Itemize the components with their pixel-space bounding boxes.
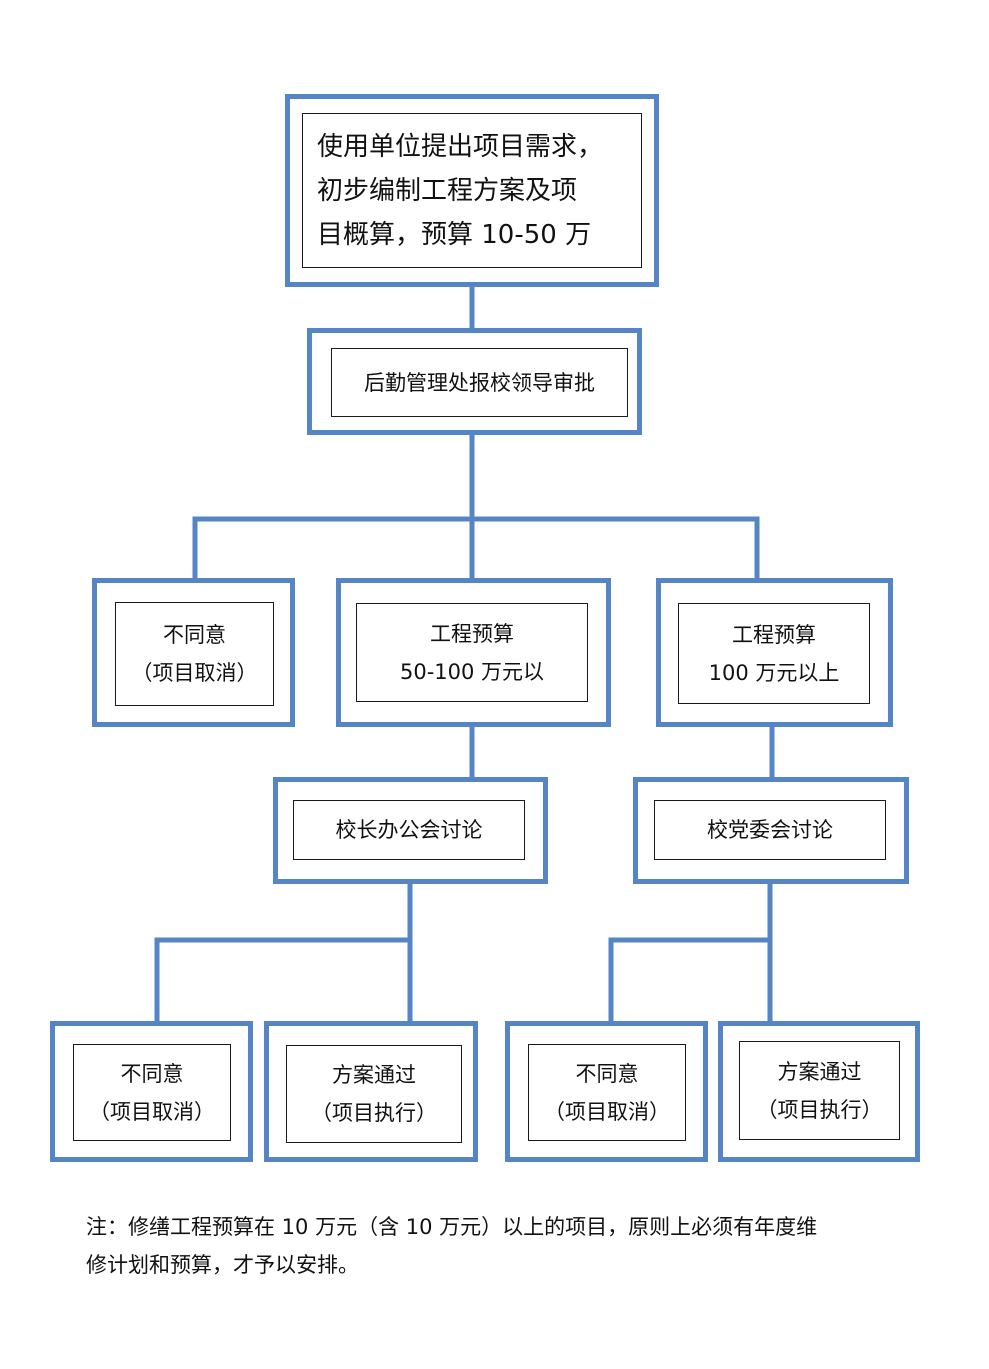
node-disagree-3-line-1: 不同意: [575, 1061, 639, 1086]
footnote-line-2: 修计划和预算，才予以安排。: [86, 1253, 359, 1277]
node-budget-50-100-line-2: 50-100 万元以: [399, 659, 545, 684]
node-disagree-3-inner: 不同意 （项目取消）: [528, 1044, 686, 1141]
node-budget-50-100-line-1: 工程预算: [430, 621, 514, 646]
node-disagree-1-line-1: 不同意: [163, 623, 226, 647]
node-start-inner: 使用单位提出项目需求， 初步编制工程方案及项 目概算，预算 10-50 万: [302, 113, 642, 268]
node-party-committee-inner: 校党委会讨论: [654, 800, 886, 860]
node-disagree-3: 不同意 （项目取消）: [505, 1021, 708, 1162]
node-president-office: 校长办公会讨论: [273, 777, 548, 884]
node-budget-100-plus: 工程预算 100 万元以上: [656, 578, 893, 727]
node-start-line-1: 使用单位提出项目需求，: [317, 131, 604, 162]
node-budget-100-plus-line-2: 100 万元以上: [708, 660, 840, 685]
node-disagree-2-inner: 不同意 （项目取消）: [73, 1044, 231, 1141]
node-party-committee: 校党委会讨论: [633, 777, 909, 884]
node-approved-2-line-1: 方案通过: [777, 1059, 862, 1084]
node-disagree-1-line-2: （项目取消）: [131, 661, 258, 685]
node-approved-1-line-2: （项目执行）: [311, 1101, 437, 1125]
node-disagree-1-inner: 不同意 （项目取消）: [115, 602, 274, 706]
node-approved-2: 方案通过 （项目执行）: [718, 1021, 920, 1162]
node-start: 使用单位提出项目需求， 初步编制工程方案及项 目概算，预算 10-50 万: [285, 94, 659, 287]
node-budget-50-100-inner: 工程预算 50-100 万元以: [356, 603, 588, 702]
node-budget-100-plus-inner: 工程预算 100 万元以上: [678, 603, 870, 704]
node-party-committee-label: 校党委会讨论: [707, 818, 833, 842]
node-approved-1-inner: 方案通过 （项目执行）: [286, 1045, 462, 1143]
node-president-office-label: 校长办公会讨论: [335, 818, 483, 842]
node-approved-1: 方案通过 （项目执行）: [264, 1021, 478, 1162]
node-start-line-3: 目概算，预算 10-50 万: [317, 219, 592, 250]
node-disagree-3-line-2: （项目取消）: [544, 1099, 670, 1124]
node-logistics-review-inner: 后勤管理处报校领导审批: [331, 348, 628, 417]
node-start-line-2: 初步编制工程方案及项: [317, 175, 578, 206]
node-budget-50-100: 工程预算 50-100 万元以: [336, 578, 611, 727]
node-president-office-inner: 校长办公会讨论: [293, 800, 525, 860]
node-approved-2-line-2: （项目执行）: [756, 1097, 883, 1122]
node-approved-2-inner: 方案通过 （项目执行）: [739, 1041, 900, 1140]
node-disagree-2-line-2: （项目取消）: [89, 1099, 215, 1124]
node-disagree-1: 不同意 （项目取消）: [92, 578, 295, 727]
footnote-line-1: 注：修缮工程预算在 10 万元（含 10 万元）以上的项目，原则上必须有年度维: [86, 1215, 818, 1239]
node-disagree-2: 不同意 （项目取消）: [50, 1021, 253, 1162]
footnote: 注：修缮工程预算在 10 万元（含 10 万元）以上的项目，原则上必须有年度维 …: [86, 1208, 926, 1284]
node-budget-100-plus-line-1: 工程预算: [732, 622, 816, 647]
node-logistics-review: 后勤管理处报校领导审批: [307, 328, 642, 435]
node-logistics-review-label: 后勤管理处报校领导审批: [364, 370, 595, 395]
node-disagree-2-line-1: 不同意: [120, 1061, 184, 1086]
node-approved-1-line-1: 方案通过: [332, 1063, 416, 1087]
